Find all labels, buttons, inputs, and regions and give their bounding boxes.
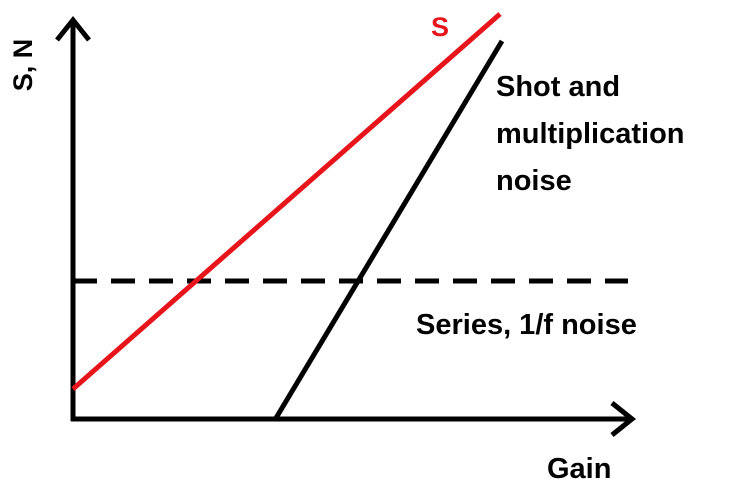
series-noise-label: Series, 1/f noise bbox=[416, 309, 637, 341]
signal-line bbox=[71, 12, 502, 391]
shot-noise-label-line-3: noise bbox=[496, 165, 572, 197]
shot-noise-label-line-2: multiplication bbox=[496, 118, 685, 150]
y-axis-label: S, N bbox=[8, 39, 38, 92]
x-axis-label: Gain bbox=[547, 453, 611, 484]
shot-noise-label-line-1: Shot and bbox=[496, 71, 620, 103]
shot-noise-label: Shot and multiplication noise bbox=[496, 71, 693, 197]
y-axis-arrowhead bbox=[55, 15, 91, 42]
x-axis-arrowhead bbox=[610, 401, 637, 437]
shot-noise-line bbox=[273, 39, 505, 420]
signal-label: S bbox=[431, 12, 449, 42]
